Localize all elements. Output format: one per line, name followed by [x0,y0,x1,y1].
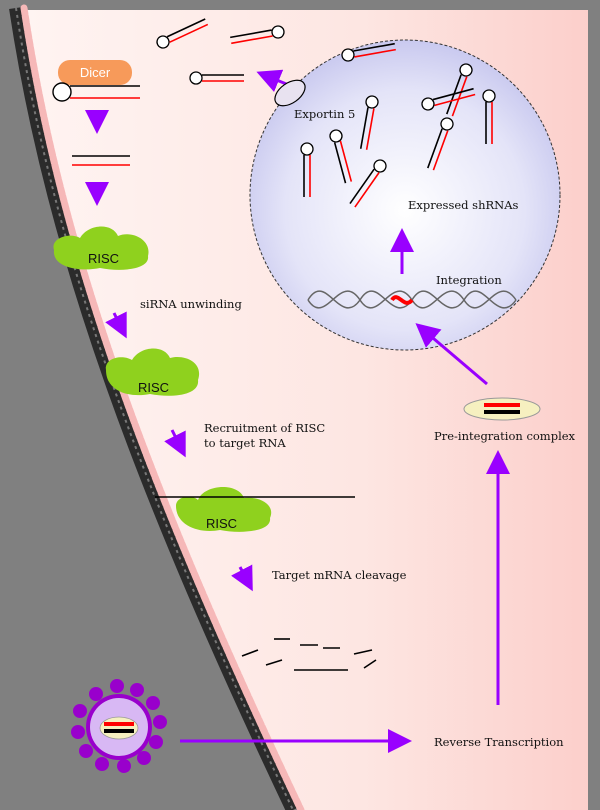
pre-integration-complex [463,397,541,421]
integration-label: Integration [436,273,502,287]
recruitment-label-line1: Recruitment of RISC [204,421,325,435]
shrna-hairpins [156,18,496,208]
risc-1: RISC [53,226,149,270]
exportin-5-channel [274,79,306,107]
sirna-duplex [72,155,130,166]
risc-3-label: RISC [206,516,237,531]
reverse-transcription-label: Reverse Transcription [434,735,564,749]
expressed-shrnas-label: Expressed shRNAs [408,198,519,212]
dicer-complex: Dicer [52,60,140,102]
risc-1-label: RISC [88,251,119,266]
risc-2-label: RISC [138,380,169,395]
mrna-fragments [241,638,377,671]
risc-2: RISC [105,348,200,396]
recruitment-label-line2: to target RNA [204,436,286,450]
dicer-label: Dicer [80,65,111,80]
nucleus [249,39,561,351]
virus-particle [71,679,167,773]
pathway-arrows [85,69,510,753]
risc-3: RISC [176,486,272,532]
sirna-unwinding-label: siRNA unwinding [140,297,242,311]
target-cleavage-label: Target mRNA cleavage [272,568,407,582]
pre-integration-label: Pre-integration complex [434,429,576,443]
dna-helix [307,290,517,309]
exportin-label: Exportin 5 [294,107,355,121]
